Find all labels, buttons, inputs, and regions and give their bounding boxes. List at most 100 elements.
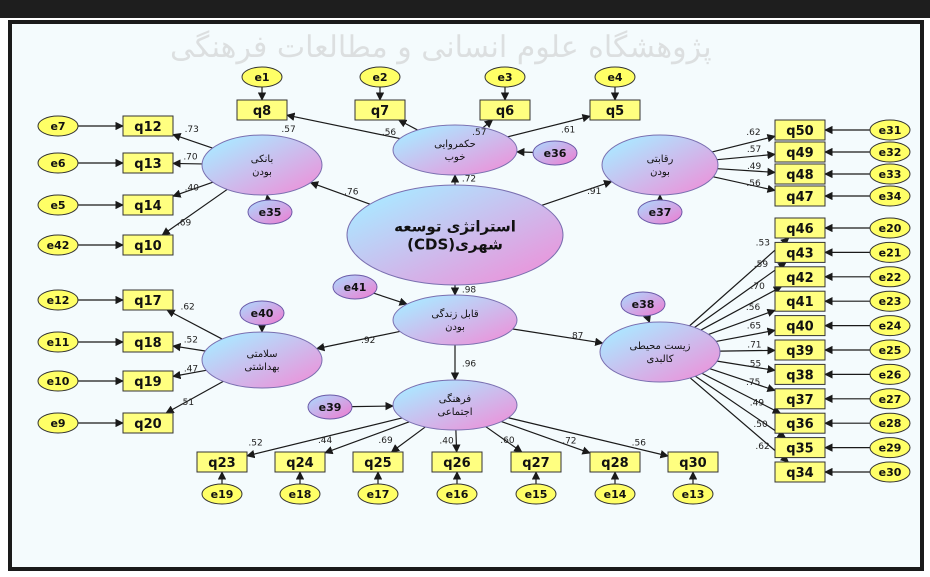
error-node: e42 [37, 234, 79, 256]
item-label: q34 [786, 466, 813, 481]
loading-path [398, 119, 418, 131]
error-label: e9 [50, 417, 65, 430]
error-label: e14 [604, 488, 627, 501]
item-label: q24 [286, 456, 313, 471]
coefficient-layer: .76.72.91.98.92.87.96.57.56.57.61.73.70.… [177, 125, 770, 452]
loading-path [695, 375, 787, 439]
error-label: e6 [50, 157, 65, 170]
latent-label: اجتماعی [437, 407, 472, 418]
error-node: e27 [869, 388, 911, 410]
error-label: e42 [47, 239, 70, 252]
loading-coefficient: .70 [751, 282, 766, 292]
error-label: e26 [879, 368, 902, 381]
item-label: q42 [786, 271, 813, 286]
disturbance-path [373, 292, 408, 306]
structural-path [316, 330, 400, 352]
loading-path [689, 377, 789, 463]
disturbance-label: e38 [632, 298, 655, 311]
disturbance-path [351, 401, 394, 411]
observed-item: q41 [774, 290, 826, 312]
loading-coefficient: .44 [318, 436, 333, 446]
item-label: q40 [786, 320, 813, 335]
observed-item: q36 [774, 412, 826, 434]
error-label: e7 [50, 120, 65, 133]
error-node: e18 [279, 483, 321, 505]
item-label: q47 [786, 190, 813, 205]
latent-ellipse [392, 379, 518, 431]
observed-item: q12 [122, 115, 174, 137]
loading-path [172, 133, 213, 149]
loading-coefficient: .53 [756, 239, 770, 249]
observed-item: q13 [122, 152, 174, 174]
loading-coefficient: .73 [185, 125, 199, 135]
error-node: e33 [869, 163, 911, 185]
error-label: e1 [254, 71, 269, 84]
latent-label: بودن [252, 167, 272, 178]
error-node: e1 [241, 66, 283, 88]
loading-path [452, 429, 461, 453]
observed-item: q46 [774, 217, 826, 239]
loading-path [689, 237, 790, 327]
error-label: e4 [607, 71, 622, 84]
loading-coefficient: .69 [177, 219, 192, 229]
item-label: q8 [253, 104, 271, 119]
loading-path [482, 119, 494, 129]
error-label: e31 [879, 124, 902, 137]
error-label: e17 [367, 488, 390, 501]
loading-path [286, 112, 400, 140]
disturbance-node: e37 [637, 199, 683, 225]
observed-item: q7 [354, 99, 406, 121]
error-node: e32 [869, 141, 911, 163]
latent-label: استراتژی توسعه [394, 217, 516, 235]
loading-path [507, 114, 591, 138]
observed-item: q30 [667, 451, 719, 473]
item-label: q13 [134, 157, 161, 172]
loading-path [719, 346, 776, 355]
error-node: e11 [37, 331, 79, 353]
structural-path [309, 181, 371, 205]
error-node: e23 [869, 290, 911, 312]
observed-item: q20 [122, 412, 174, 434]
structural-coefficient: .96 [462, 359, 477, 369]
structural-coefficient: .72 [462, 175, 476, 185]
item-label: q50 [786, 124, 813, 139]
latent-label: رقابتی [647, 154, 674, 165]
observed-item: q42 [774, 266, 826, 288]
item-label: q43 [786, 246, 813, 261]
latent-label: حکمروایی [434, 139, 476, 150]
latent-ellipse [201, 331, 323, 389]
latent-ellipse [346, 184, 564, 286]
loading-path [501, 420, 591, 455]
disturbance-path [643, 313, 651, 324]
error-label: e34 [879, 190, 902, 203]
error-node: e17 [357, 483, 399, 505]
loading-coefficient: .65 [747, 322, 761, 332]
latent-label: بودن [650, 167, 670, 178]
observed-item: q18 [122, 331, 174, 353]
error-label: e2 [372, 71, 387, 84]
item-label: q46 [786, 222, 813, 237]
loading-path [717, 360, 776, 374]
structural-path [512, 328, 604, 347]
latent-label: بانکی [251, 154, 273, 165]
disturbance-node: e40 [239, 300, 285, 326]
observed-item: q39 [774, 339, 826, 361]
error-label: e11 [47, 336, 70, 349]
latent-ellipse [601, 134, 719, 196]
error-label: e29 [879, 442, 902, 455]
item-label: q26 [443, 456, 470, 471]
error-label: e10 [47, 375, 70, 388]
latent-label: کالبدی [647, 354, 674, 365]
observed-item: q17 [122, 289, 174, 311]
loading-path [709, 368, 776, 393]
loading-path [717, 150, 776, 161]
loading-path [708, 308, 776, 335]
item-label: q10 [134, 239, 161, 254]
item-label: q35 [786, 442, 813, 457]
item-label: q36 [786, 417, 813, 432]
item-label: q5 [606, 104, 624, 119]
